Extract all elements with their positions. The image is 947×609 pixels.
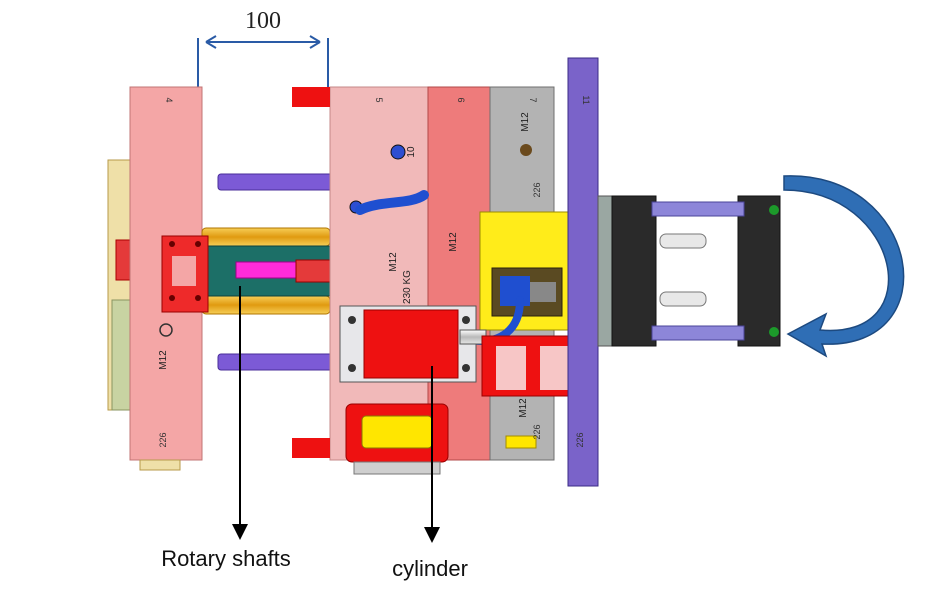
cylinder-body <box>339 305 487 383</box>
plate-7-226-label: 226 <box>532 182 542 197</box>
rotation-arrow-icon <box>783 175 905 358</box>
plate-5: 5 10 M12 230 KG <box>292 86 429 461</box>
plate-11: 11 226 <box>567 57 599 487</box>
plate-6-number: 6 <box>456 97 466 102</box>
dimension-annotation: 100 <box>197 8 329 88</box>
rotary-actuator <box>597 195 781 347</box>
callout-rotary-shafts: Rotary shafts <box>161 546 291 571</box>
connector <box>345 403 449 475</box>
callout-cylinder: cylinder <box>392 556 468 581</box>
plate-5-weight-label: 230 KG <box>402 270 413 304</box>
dimension-value: 100 <box>245 8 281 34</box>
red-bracket <box>481 335 579 397</box>
plate-4-clamp <box>161 235 209 313</box>
plate-4-m12-label: M12 <box>158 350 169 370</box>
plate-4-number: 4 <box>164 97 174 102</box>
plate-7-m12-lower-label: M12 <box>518 398 529 418</box>
plate-11-226-label: 226 <box>575 432 585 447</box>
plate-7-226-lower-label: 226 <box>532 424 542 439</box>
guide-bars <box>217 173 367 371</box>
plate-5-10-label: 10 <box>406 146 417 158</box>
callout-leaders <box>232 286 440 543</box>
plate-5-m12-label: M12 <box>388 252 399 272</box>
rotary-shafts <box>201 227 355 315</box>
plate-6-m12-label: M12 <box>448 232 459 252</box>
plate-7-m12-label: M12 <box>520 112 531 132</box>
plate-11-number: 11 <box>581 95 591 104</box>
plate-5-number: 5 <box>374 97 384 102</box>
plate-4-226-label: 226 <box>158 432 168 447</box>
plate-6: 6 M12 <box>427 86 491 461</box>
plate-7-number: 7 <box>528 97 538 102</box>
